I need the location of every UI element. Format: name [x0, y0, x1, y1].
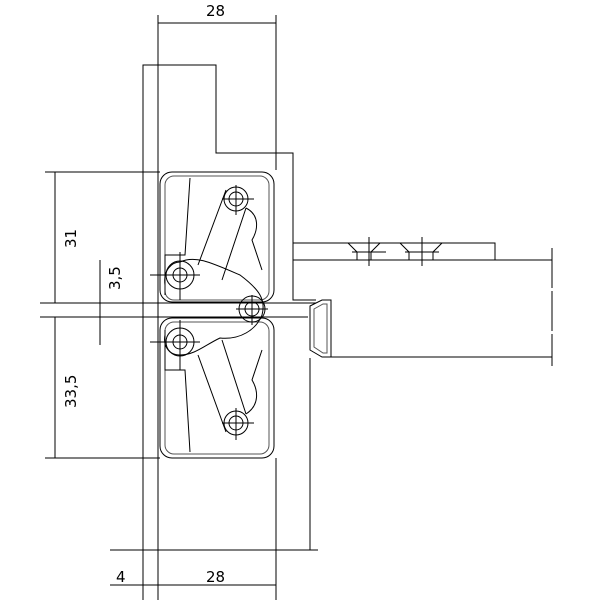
frame-outline: [40, 15, 316, 600]
hinge-housing: [159, 171, 275, 459]
dim-bottom-offset: 4: [116, 568, 126, 586]
dim-top-width: 28: [206, 2, 225, 20]
dim-gap: 3,5: [106, 266, 124, 290]
dim-lower-height: 33,5: [62, 375, 80, 408]
dimension-lines: [45, 22, 318, 586]
door-leaf: [293, 242, 553, 366]
dim-bottom-width: 28: [206, 568, 225, 586]
countersunk-screw-icon: [347, 237, 443, 266]
dim-upper-height: 31: [62, 229, 80, 248]
hinge-links: [150, 185, 268, 440]
